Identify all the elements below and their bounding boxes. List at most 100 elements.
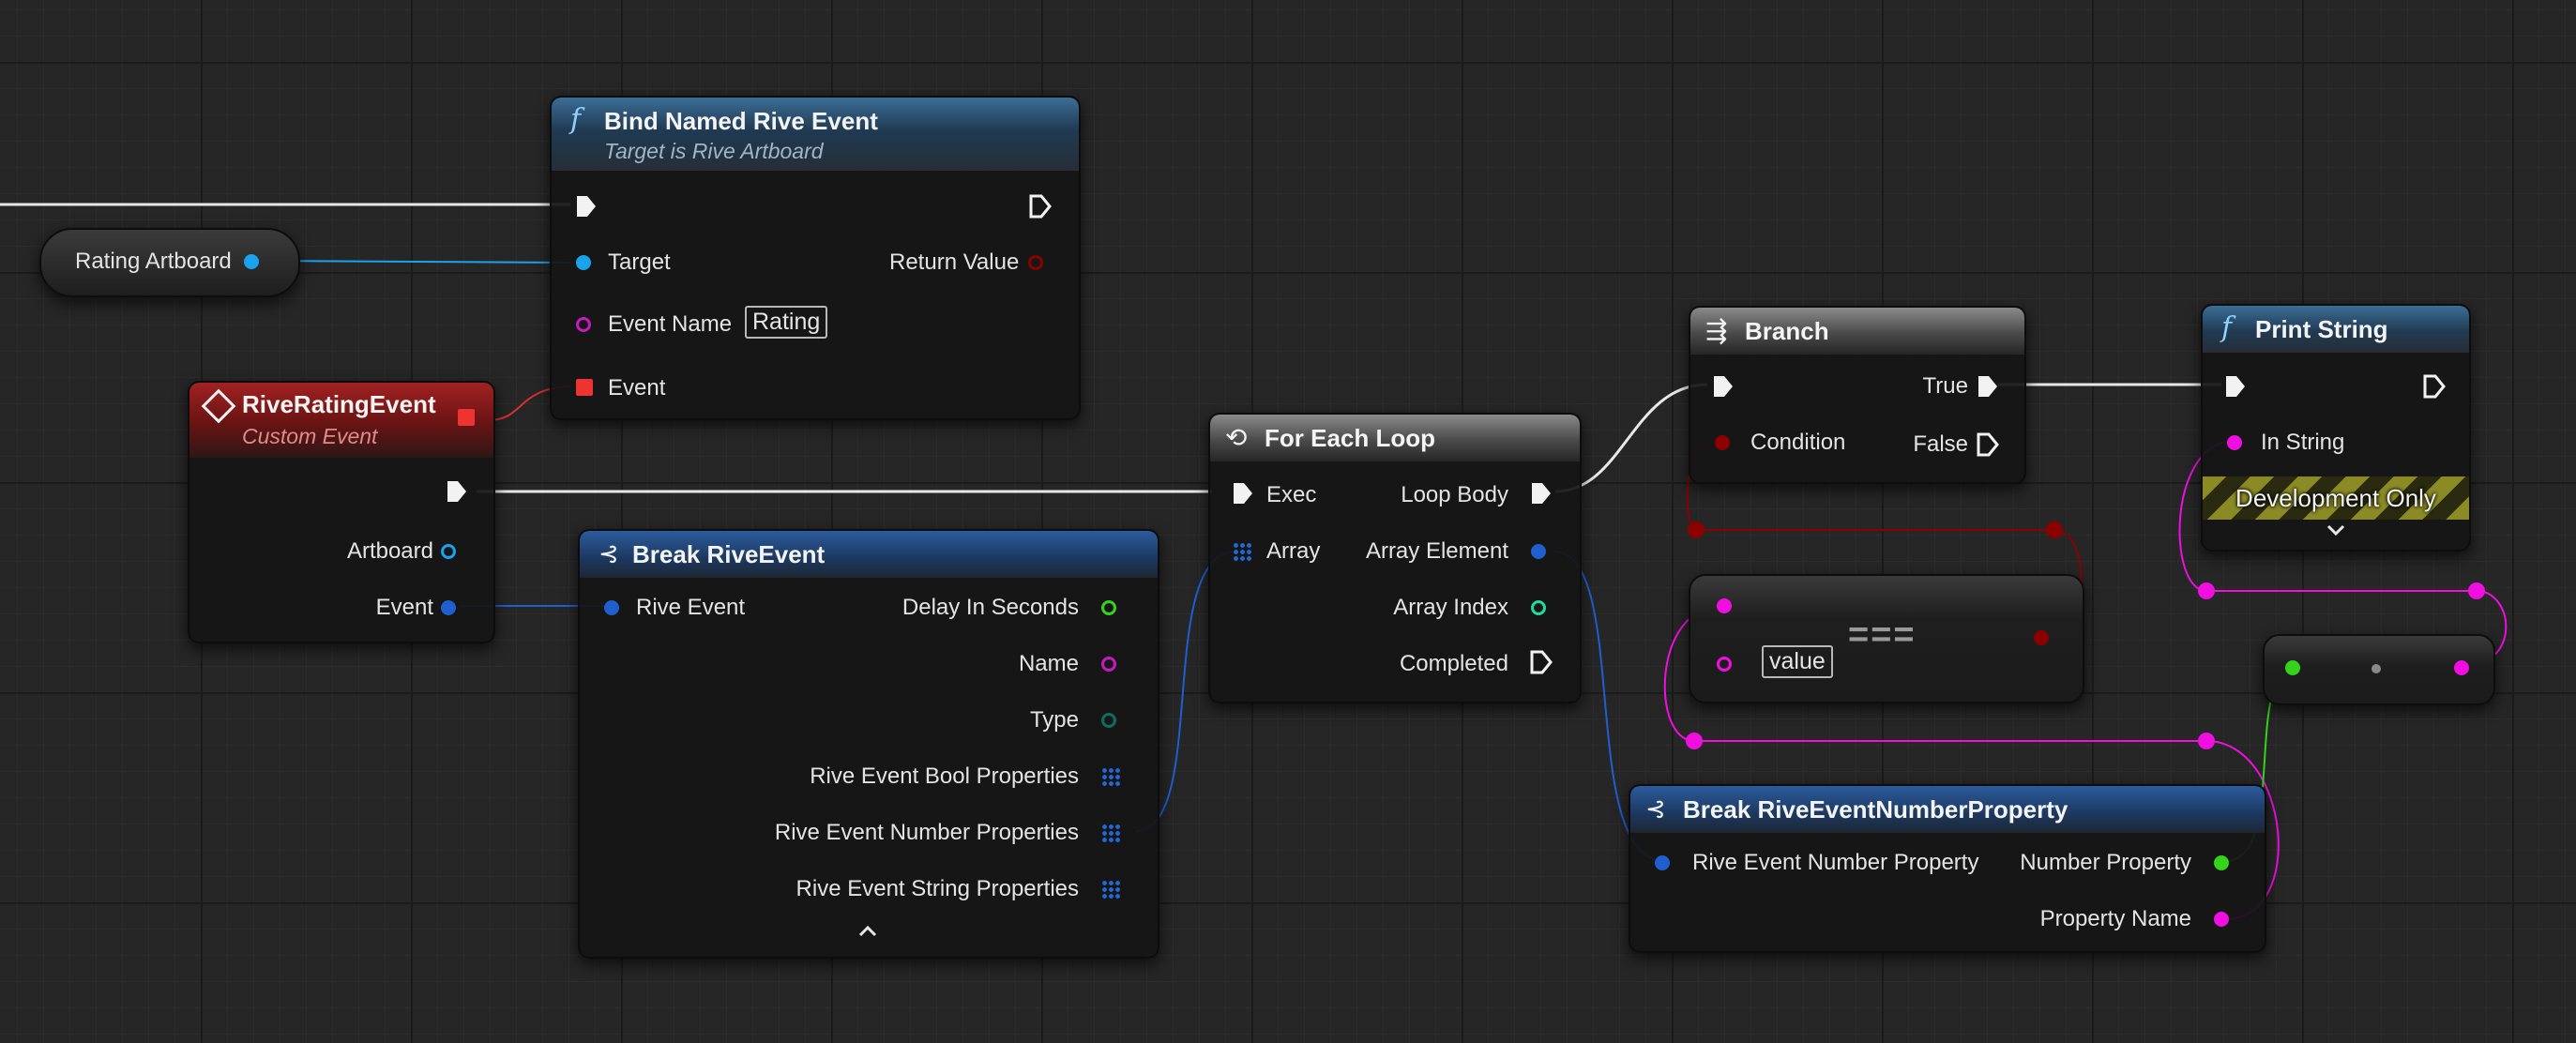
target-pin[interactable]: [576, 255, 591, 270]
artboard-pin[interactable]: [441, 544, 456, 559]
delay-in-seconds-pin[interactable]: [1101, 600, 1116, 615]
custom-event-icon: [201, 388, 236, 424]
rating-artboard-node[interactable]: Rating Artboard: [39, 228, 300, 297]
condition-label: Condition: [1750, 430, 1846, 455]
delay-in-seconds-label: Delay In Seconds: [902, 595, 1079, 620]
reroute-knot: [2198, 733, 2215, 749]
chevron-down-icon[interactable]: [2326, 523, 2346, 537]
exec-out-pin[interactable]: [1028, 193, 1053, 219]
number-properties-label: Rive Event Number Properties: [774, 820, 1079, 845]
loop-body-exec-pin[interactable]: [1529, 480, 1553, 506]
chevron-up-icon[interactable]: [857, 925, 878, 938]
exec-out-pin[interactable]: [445, 478, 469, 505]
array-element-label: Array Element: [1365, 538, 1508, 564]
string-properties-array-pin[interactable]: [1101, 880, 1120, 899]
number-property-pin[interactable]: [2214, 855, 2229, 870]
equal-input-b-pin[interactable]: [1717, 657, 1732, 672]
break-rive-event-node[interactable]: ⊰ Break RiveEvent Rive Event Delay In Se…: [578, 529, 1159, 959]
completed-exec-pin[interactable]: [1529, 649, 1553, 675]
rive-event-pin[interactable]: [604, 600, 619, 615]
value-input[interactable]: value: [1762, 645, 1833, 678]
rating-artboard-pin[interactable]: [244, 254, 259, 269]
development-only-label: Development Only: [2235, 484, 2436, 512]
loop-body-label: Loop Body: [1401, 482, 1508, 507]
name-pin[interactable]: [1101, 657, 1116, 672]
node-title: Branch: [1745, 317, 1829, 345]
branch-node[interactable]: ⇶ Branch True Condition False: [1689, 306, 2026, 484]
for-each-loop-node[interactable]: ⟲ For Each Loop Exec Loop Body Array Arr…: [1208, 413, 1582, 703]
exec-in-pin[interactable]: [1231, 480, 1255, 506]
node-header: ⟲ For Each Loop: [1210, 415, 1580, 461]
event-name-pin[interactable]: [576, 317, 591, 332]
branch-icon: ⇶: [1705, 316, 1728, 345]
reroute-knot: [2046, 522, 2063, 538]
return-value-pin[interactable]: [1028, 255, 1043, 270]
type-label: Type: [1029, 707, 1079, 733]
equal-output-pin[interactable]: [2034, 630, 2049, 645]
break-struct-icon: ⊰: [599, 539, 619, 567]
condition-pin[interactable]: [1715, 435, 1730, 450]
event-pin[interactable]: [441, 600, 456, 615]
compact-input-pin[interactable]: [2285, 660, 2300, 675]
rive-rating-event-node[interactable]: RiveRatingEvent Custom Event Artboard Ev…: [188, 381, 495, 643]
node-title: For Each Loop: [1265, 424, 1435, 452]
equal-operator-label: ===: [1848, 615, 1917, 655]
reroute-knot: [2198, 582, 2215, 599]
event-name-label: Event Name: [608, 311, 733, 337]
bind-named-rive-event-node[interactable]: f Bind Named Rive Event Target is Rive A…: [550, 96, 1081, 420]
exec-in-pin[interactable]: [574, 193, 599, 219]
node-subtitle: Target is Rive Artboard: [604, 139, 824, 163]
number-property-label: Number Property: [2020, 850, 2191, 875]
node-title: Bind Named Rive Event: [604, 107, 878, 135]
reroute-knot: [1686, 733, 1703, 749]
array-index-pin[interactable]: [1531, 600, 1546, 615]
event-delegate-pin[interactable]: [458, 409, 475, 426]
equal-input-a-pin[interactable]: [1717, 598, 1732, 613]
name-label: Name: [1018, 651, 1079, 676]
rating-artboard-label: Rating Artboard: [75, 249, 232, 274]
artboard-label: Artboard: [346, 538, 433, 564]
function-icon: f: [570, 103, 582, 136]
array-in-pin[interactable]: [1233, 542, 1251, 561]
true-exec-pin[interactable]: [1976, 373, 2000, 400]
compact-output-pin[interactable]: [2454, 660, 2469, 675]
compact-center-dot: [2371, 664, 2381, 673]
number-properties-array-pin[interactable]: [1101, 824, 1120, 842]
target-label: Target: [608, 249, 671, 275]
rive-event-number-property-pin[interactable]: [1655, 855, 1670, 870]
property-name-pin[interactable]: [2214, 912, 2229, 927]
function-icon: f: [2221, 311, 2233, 344]
bool-properties-array-pin[interactable]: [1101, 767, 1120, 786]
node-header: f Bind Named Rive Event Target is Rive A…: [552, 98, 1079, 171]
exec-in-pin[interactable]: [2223, 373, 2248, 400]
node-header: ⇶ Branch: [1690, 308, 2024, 355]
exec-in-pin[interactable]: [1711, 373, 1735, 400]
development-only-banner: Development Only: [2203, 476, 2469, 520]
loop-icon: ⟲: [1225, 423, 1248, 452]
equal-node[interactable]: value ===: [1689, 574, 2084, 703]
true-label: True: [1922, 373, 1968, 399]
property-name-label: Property Name: [2039, 906, 2191, 931]
exec-out-pin[interactable]: [2422, 373, 2447, 400]
node-header: RiveRatingEvent Custom Event: [189, 383, 493, 458]
node-title: Print String: [2255, 315, 2388, 343]
event-name-input[interactable]: Rating: [745, 306, 828, 339]
node-title: Break RiveEvent: [632, 540, 826, 568]
string-properties-label: Rive Event String Properties: [796, 876, 1079, 901]
node-title: RiveRatingEvent: [242, 390, 436, 418]
print-string-node[interactable]: f Print String In String Development Onl…: [2201, 304, 2471, 552]
false-exec-pin[interactable]: [1976, 431, 2000, 458]
event-label: Event: [608, 375, 666, 401]
rive-event-label: Rive Event: [636, 595, 746, 620]
type-pin[interactable]: [1101, 713, 1116, 728]
completed-label: Completed: [1399, 651, 1508, 676]
in-string-label: In String: [2261, 430, 2345, 455]
reroute-knot: [2468, 582, 2485, 599]
object-wire-artboard-target: [262, 260, 571, 264]
node-header: ⊰ Break RiveEventNumberProperty: [1630, 786, 2265, 833]
break-number-property-node[interactable]: ⊰ Break RiveEventNumberProperty Rive Eve…: [1629, 784, 2266, 953]
compact-node[interactable]: [2263, 634, 2495, 705]
event-delegate-pin[interactable]: [576, 379, 593, 396]
array-element-pin[interactable]: [1531, 544, 1546, 559]
in-string-pin[interactable]: [2227, 435, 2242, 450]
